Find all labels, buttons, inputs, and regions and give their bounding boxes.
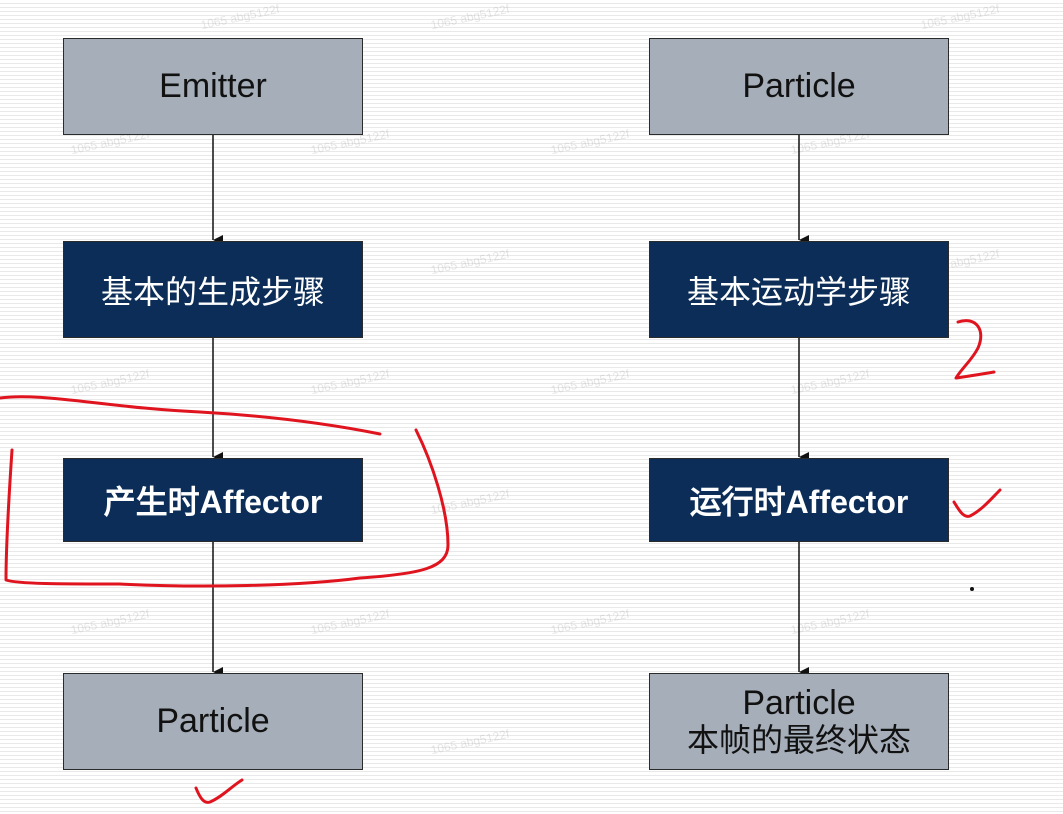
basic-kinematics-label: 基本运动学步骤 xyxy=(686,273,911,310)
basic-kinematics-box: 基本运动学步骤 xyxy=(649,241,949,338)
spawn-affector-box: 产生时Affector xyxy=(63,458,363,542)
right-particle-box: Particle xyxy=(649,38,949,135)
emitter-box: Emitter xyxy=(63,38,363,135)
red-check-mark-right xyxy=(952,488,1002,518)
right-particle-label: Particle xyxy=(742,67,856,105)
left-particle-box: Particle xyxy=(63,673,363,770)
left-particle-label: Particle xyxy=(156,702,270,740)
emitter-label: Emitter xyxy=(159,67,267,105)
red-circle-annotation xyxy=(0,395,450,588)
spawn-affector-label: 产生时Affector xyxy=(103,484,323,520)
final-state-box: Particle 本帧的最终状态 xyxy=(649,673,949,770)
runtime-affector-label: 运行时Affector xyxy=(689,484,909,520)
small-dot xyxy=(970,587,974,591)
basic-generation-label: 基本的生成步骤 xyxy=(100,273,325,310)
runtime-affector-box: 运行时Affector xyxy=(649,458,949,542)
final-particle-label: Particle xyxy=(742,684,856,723)
red-number-two-mark xyxy=(954,319,996,380)
red-check-mark-left xyxy=(194,778,244,804)
basic-generation-box: 基本的生成步骤 xyxy=(63,241,363,338)
final-state-label: 本帧的最终状态 xyxy=(686,720,911,759)
